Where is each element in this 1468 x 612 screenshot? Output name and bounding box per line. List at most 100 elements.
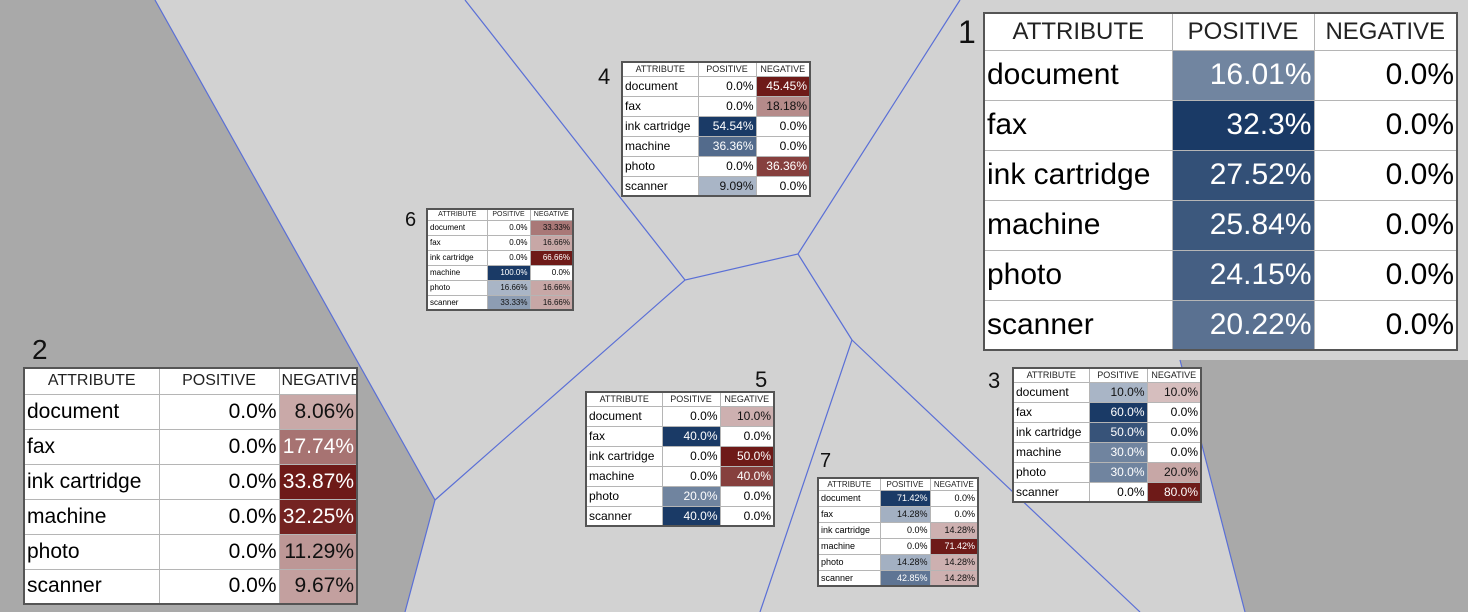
- attribute-cell: ink cartridge: [426, 249, 488, 266]
- attribute-cell: fax: [585, 425, 663, 447]
- negative-header: NEGATIVE: [529, 208, 574, 221]
- negative-cell: 33.87%: [278, 463, 358, 500]
- positive-header: POSITIVE: [486, 208, 531, 221]
- attribute-header: ATTRIBUTE: [621, 61, 699, 77]
- negative-cell: 0.0%: [1313, 49, 1458, 101]
- positive-cell: 24.15%: [1171, 249, 1315, 301]
- negative-cell: 40.0%: [719, 465, 775, 487]
- attribute-cell: fax: [1012, 401, 1090, 423]
- attribute-cell: scanner: [426, 294, 488, 311]
- attribute-cell: photo: [1012, 461, 1090, 483]
- negative-cell: 9.67%: [278, 568, 358, 605]
- negative-cell: 71.42%: [929, 537, 979, 555]
- negative-header: NEGATIVE: [1313, 12, 1458, 51]
- attribute-header: ATTRIBUTE: [1012, 367, 1090, 383]
- attribute-cell: machine: [1012, 441, 1090, 463]
- attribute-header: ATTRIBUTE: [585, 391, 663, 407]
- positive-cell: 60.0%: [1088, 401, 1148, 423]
- attribute-header: ATTRIBUTE: [983, 12, 1173, 51]
- attribute-cell: scanner: [817, 569, 881, 587]
- negative-cell: 33.33%: [529, 219, 574, 236]
- negative-cell: 0.0%: [755, 115, 811, 137]
- positive-cell: 0.0%: [697, 75, 757, 97]
- attribute-cell: ink cartridge: [621, 115, 699, 137]
- negative-cell: 20.0%: [1146, 461, 1202, 483]
- attribute-cell: ink cartridge: [817, 521, 881, 539]
- attribute-cell: document: [585, 405, 663, 427]
- attribute-cell: machine: [817, 537, 881, 555]
- attribute-cell: ink cartridge: [983, 149, 1173, 201]
- negative-cell: 0.0%: [719, 425, 775, 447]
- attribute-cell: scanner: [23, 568, 160, 605]
- negative-cell: 36.36%: [755, 155, 811, 177]
- negative-cell: 16.66%: [529, 234, 574, 251]
- negative-cell: 32.25%: [278, 498, 358, 535]
- negative-header: NEGATIVE: [278, 367, 358, 395]
- attribute-header: ATTRIBUTE: [426, 208, 488, 221]
- negative-cell: 18.18%: [755, 95, 811, 117]
- attribute-cell: document: [983, 49, 1173, 101]
- positive-cell: 0.0%: [697, 95, 757, 117]
- attribute-header: ATTRIBUTE: [817, 477, 881, 491]
- cluster-number: 2: [32, 334, 48, 365]
- attribute-cell: scanner: [621, 175, 699, 197]
- positive-header: POSITIVE: [1171, 12, 1315, 51]
- negative-cell: 0.0%: [1313, 299, 1458, 351]
- attribute-cell: photo: [23, 533, 160, 570]
- positive-cell: 14.28%: [879, 553, 931, 571]
- positive-cell: 10.0%: [1088, 381, 1148, 403]
- negative-cell: 11.29%: [278, 533, 358, 570]
- attribute-cell: ink cartridge: [1012, 421, 1090, 443]
- negative-cell: 80.0%: [1146, 481, 1202, 503]
- negative-header: NEGATIVE: [1146, 367, 1202, 383]
- positive-cell: 42.85%: [879, 569, 931, 587]
- negative-cell: 14.28%: [929, 569, 979, 587]
- positive-cell: 0.0%: [158, 393, 280, 430]
- positive-cell: 0.0%: [158, 463, 280, 500]
- negative-cell: 0.0%: [755, 175, 811, 197]
- positive-cell: 40.0%: [661, 425, 721, 447]
- positive-header: POSITIVE: [697, 61, 757, 77]
- attribute-cell: photo: [585, 485, 663, 507]
- attribute-cell: document: [23, 393, 160, 430]
- attribute-cell: ink cartridge: [585, 445, 663, 467]
- negative-cell: 14.28%: [929, 553, 979, 571]
- positive-cell: 0.0%: [879, 537, 931, 555]
- attribute-cell: fax: [983, 99, 1173, 151]
- positive-cell: 0.0%: [158, 568, 280, 605]
- positive-cell: 100.0%: [486, 264, 531, 281]
- negative-cell: 8.06%: [278, 393, 358, 430]
- positive-cell: 71.42%: [879, 489, 931, 507]
- negative-cell: 0.0%: [755, 135, 811, 157]
- negative-header: NEGATIVE: [755, 61, 811, 77]
- negative-cell: 10.0%: [1146, 381, 1202, 403]
- negative-cell: 0.0%: [929, 505, 979, 523]
- negative-cell: 66.66%: [529, 249, 574, 266]
- cluster-number: 3: [988, 368, 1001, 393]
- attribute-cell: photo: [426, 279, 488, 296]
- positive-cell: 9.09%: [697, 175, 757, 197]
